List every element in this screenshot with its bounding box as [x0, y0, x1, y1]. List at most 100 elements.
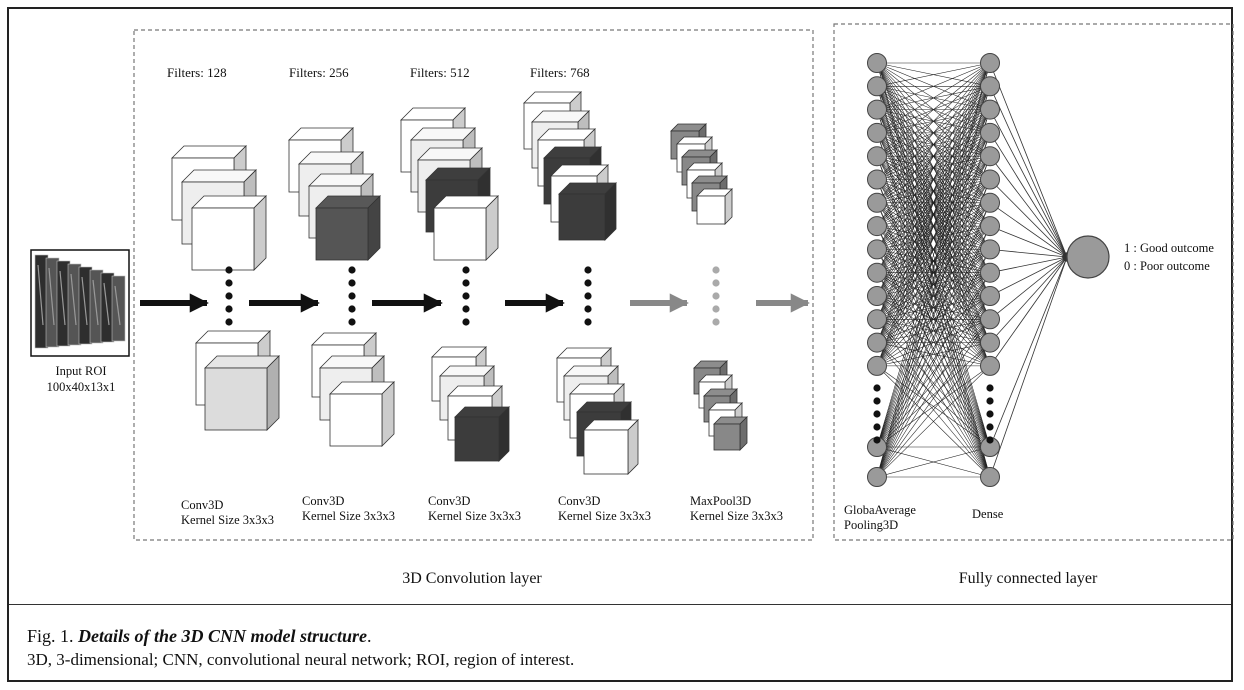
edge-16-6	[876, 179, 991, 478]
figure-title-period: .	[367, 626, 372, 646]
edge-14-9	[876, 249, 991, 367]
ellipsis-dot-2-4	[348, 305, 356, 313]
gap-node-14	[867, 355, 887, 376]
dense-label: Dense	[972, 507, 1004, 521]
roi-texture-7	[103, 282, 110, 326]
out-edge-4	[989, 132, 1068, 258]
ellipsis-dot-2-3	[348, 292, 356, 300]
edge-15-4	[876, 132, 991, 448]
out-edge-11	[989, 256, 1068, 297]
dense-ellipsis-dot-4	[986, 423, 994, 431]
figure-caption-title: Fig. 1. Details of the 3D CNN model stru…	[27, 626, 372, 647]
cube-38	[696, 188, 733, 225]
out-edge-10	[989, 255, 1068, 274]
conv-section-label: 3D Convolution layer	[402, 570, 542, 587]
edge-16-4	[876, 132, 991, 478]
conv-section-box	[133, 29, 814, 541]
gap-node-10	[867, 262, 887, 283]
ellipsis-dot-5-3	[712, 292, 720, 300]
out-edge-2	[989, 86, 1068, 258]
dense-ellipsis-dot-1	[986, 384, 994, 392]
edge-16-11	[876, 295, 991, 478]
edge-16-3	[876, 109, 991, 478]
out-edge-8	[989, 225, 1068, 258]
conv3-kernel: Kernel Size 3x3x3	[428, 509, 521, 523]
edge-14-6	[876, 179, 991, 367]
conv1-kernel: Kernel Size 3x3x3	[181, 513, 274, 527]
edge-10-1	[876, 62, 991, 273]
edge-3-1	[876, 62, 991, 110]
edge-13-1	[876, 62, 991, 343]
gap-ellipsis-dot-1	[873, 384, 881, 392]
edge-8-1	[876, 62, 991, 227]
fc-section-box	[833, 23, 1234, 541]
gap-node-9	[867, 239, 887, 260]
out-edge-12	[989, 256, 1068, 320]
out-edge-1	[989, 62, 1068, 258]
roi-texture-5	[81, 276, 88, 326]
edge-6-1	[876, 62, 991, 180]
dense-node-8	[980, 216, 1000, 237]
gap-node-7	[867, 192, 887, 213]
dense-node-7	[980, 192, 1000, 213]
edge-16-14	[876, 365, 991, 478]
ellipsis-dot-4-2	[584, 279, 592, 287]
edge-14-13	[876, 342, 991, 367]
ellipsis-dot-4-3	[584, 292, 592, 300]
ellipsis-dot-1-1	[225, 266, 233, 274]
figure-number: Fig. 1.	[27, 626, 74, 646]
maxpool-kernel: Kernel Size 3x3x3	[690, 509, 783, 523]
gap-node-5	[867, 146, 887, 167]
fc-connections	[876, 62, 1068, 478]
conv2-name: Conv3D	[302, 494, 344, 508]
edge-14-11	[876, 295, 991, 367]
ellipsis-dot-4-1	[584, 266, 592, 274]
ellipsis-dot-5-2	[712, 279, 720, 287]
ellipsis-dot-5-1	[712, 266, 720, 274]
edge-12-1	[876, 62, 991, 320]
stack-ellipsis-dots	[225, 266, 720, 326]
gap-node-6	[867, 169, 887, 190]
edge-15-14	[876, 365, 991, 448]
filters-label-3: Filters: 512	[410, 65, 470, 80]
ellipsis-dot-1-4	[225, 305, 233, 313]
cube-12	[329, 381, 395, 447]
edge-5-1	[876, 62, 991, 157]
feature-map-cubes	[171, 91, 748, 475]
gap-label-line2: Pooling3D	[844, 518, 898, 532]
edge-15-1	[876, 62, 991, 448]
dense-node-13	[980, 332, 1000, 353]
ellipsis-dot-5-4	[712, 305, 720, 313]
dense-ellipsis-dot-5	[986, 436, 994, 444]
out-edge-14	[989, 256, 1068, 367]
dense-node-5	[980, 146, 1000, 167]
gap-ellipsis-dot-5	[873, 436, 881, 444]
output-label-good: 1 : Good outcome	[1124, 241, 1214, 255]
ellipsis-dot-3-4	[462, 305, 470, 313]
maxpool-name: MaxPool3D	[690, 494, 751, 508]
edge-16-15	[876, 446, 991, 478]
edge-15-8	[876, 225, 991, 448]
filters-label-4: Filters: 768	[530, 65, 590, 80]
roi-texture-3	[59, 270, 66, 326]
edge-16-8	[876, 225, 991, 478]
edge-14-10	[876, 272, 991, 367]
edge-4-1	[876, 62, 991, 134]
input-roi-image	[30, 249, 130, 357]
edge-15-3	[876, 109, 991, 448]
ellipsis-dot-4-5	[584, 318, 592, 326]
cube-5	[204, 355, 280, 431]
edge-11-1	[876, 62, 991, 297]
ellipsis-dot-3-2	[462, 279, 470, 287]
cube-27	[558, 182, 617, 241]
dense-node-10	[980, 262, 1000, 283]
fc-section-label: Fully connected layer	[959, 570, 1098, 587]
output-node	[1066, 235, 1110, 279]
caption-divider	[9, 604, 1231, 605]
edge-14-5	[876, 156, 991, 367]
edge-16-10	[876, 272, 991, 478]
dense-ellipsis-dot-2	[986, 397, 994, 405]
conv-block-labels: Conv3D Kernel Size 3x3x3 Conv3D Kernel S…	[181, 494, 783, 527]
edge-16-2	[876, 86, 991, 478]
dense-node-16	[980, 467, 1000, 487]
